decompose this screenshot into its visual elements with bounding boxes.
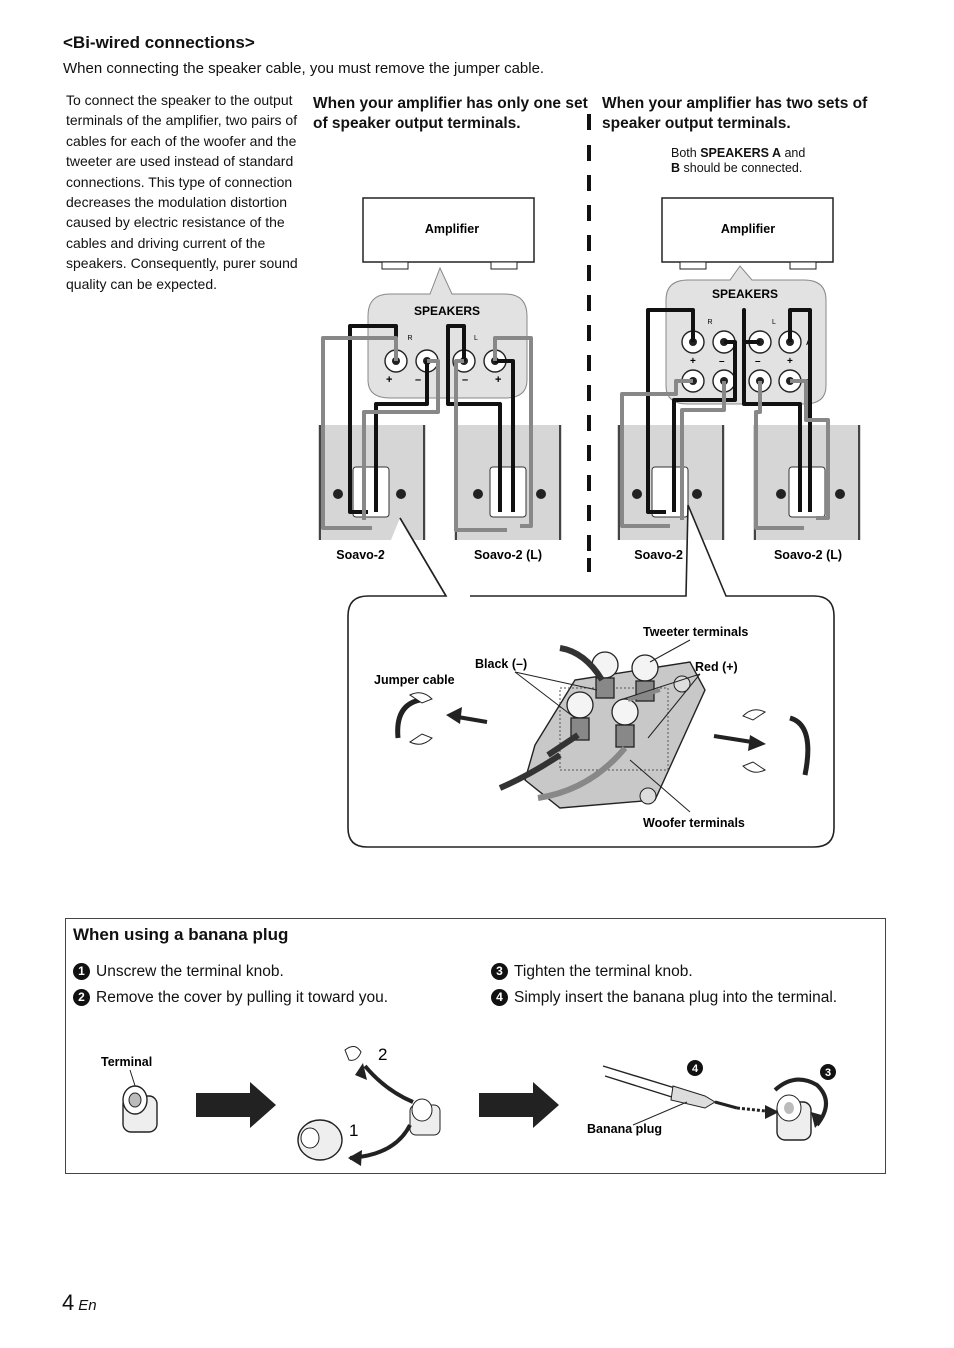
svg-text:+: +: [787, 356, 793, 367]
svg-text:–: –: [415, 374, 421, 386]
svg-text:–: –: [462, 374, 468, 386]
tighten-illustration: 3: [773, 1064, 836, 1141]
svg-text:R: R: [707, 319, 712, 326]
right-column-heading: When your amplifier has two sets of spea…: [602, 95, 868, 132]
svg-text:+: +: [386, 374, 392, 386]
svg-text:R: R: [407, 335, 412, 342]
svg-text:3: 3: [825, 1067, 831, 1079]
detail-callout: [347, 504, 835, 848]
speaker-r-right: [617, 425, 725, 540]
arrow-right-icon: [196, 1082, 276, 1128]
svg-text:1: 1: [349, 1121, 358, 1140]
svg-text:Soavo-2 (L): Soavo-2 (L): [774, 548, 842, 562]
sidebar-paragraph: To connect the speaker to the output ter…: [66, 92, 298, 292]
amplifier-right: Amplifier: [661, 197, 834, 270]
banana-plug-icon: Banana plug 4: [587, 1060, 779, 1136]
unscrew-illustration: 2 1: [297, 1045, 441, 1166]
banana-plug-illustration: Terminal 2 1 Banana plug 4: [101, 1045, 836, 1166]
svg-text:Red (+): Red (+): [695, 660, 738, 674]
wiring-diagrams: Amplifier SPEAKERS R L + – – +: [318, 197, 861, 848]
svg-text:Black (–): Black (–): [475, 657, 527, 671]
svg-text:L: L: [772, 319, 776, 326]
terminal-plate-illustration: [395, 639, 811, 813]
wires-right: [620, 308, 830, 530]
svg-text:Amplifier: Amplifier: [425, 222, 479, 236]
intro-text: When connecting the speaker cable, you m…: [63, 60, 545, 77]
svg-text:Woofer terminals: Woofer terminals: [643, 816, 745, 830]
terminal-icon: [122, 1085, 158, 1133]
svg-text:Banana plug: Banana plug: [587, 1122, 662, 1136]
left-column-heading: When your amplifier has only one set of …: [313, 95, 588, 132]
speaker-l-left: [454, 425, 562, 540]
svg-text:2: 2: [378, 1045, 387, 1064]
svg-text:4: 4: [692, 1063, 699, 1075]
svg-text:Soavo-2 (L): Soavo-2 (L): [474, 548, 542, 562]
section-title: <Bi-wired connections>: [63, 33, 255, 52]
amplifier-left: Amplifier: [362, 197, 535, 270]
svg-text:Amplifier: Amplifier: [721, 222, 775, 236]
svg-text:+: +: [690, 356, 696, 367]
arrow-right-icon: [479, 1082, 559, 1128]
svg-text:SPEAKERS: SPEAKERS: [414, 304, 480, 318]
svg-text:–: –: [719, 356, 725, 367]
svg-text:Tweeter terminals: Tweeter terminals: [643, 625, 748, 639]
wires-left: [321, 324, 533, 532]
svg-text:+: +: [495, 374, 501, 386]
speaker-l-right: [753, 425, 861, 540]
svg-text:–: –: [755, 356, 761, 367]
banana-plug-box: [65, 918, 886, 1174]
svg-text:L: L: [474, 335, 478, 342]
svg-text:Terminal: Terminal: [101, 1055, 152, 1069]
speaker-r-left: [318, 425, 426, 540]
banana-plug-title: When using a banana plug: [73, 925, 289, 944]
svg-text:SPEAKERS: SPEAKERS: [712, 287, 778, 301]
svg-text:Jumper cable: Jumper cable: [374, 673, 455, 687]
